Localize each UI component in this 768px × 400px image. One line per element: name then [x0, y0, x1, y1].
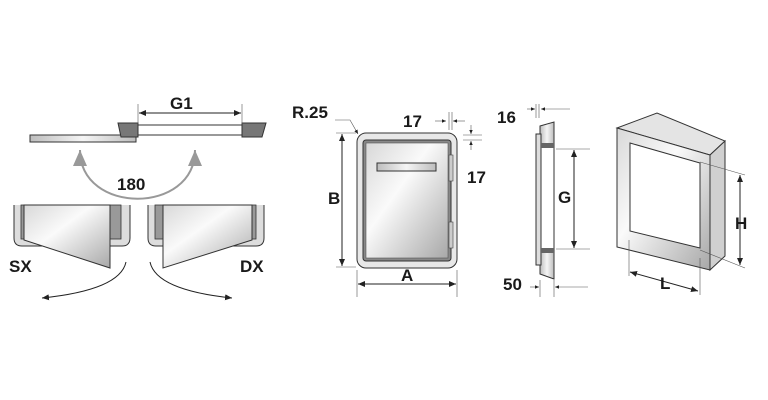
front-view: R.25 17 17 B A: [292, 103, 486, 297]
cutout-front-face: [616, 127, 711, 271]
depth-label: 50: [503, 275, 522, 294]
frame-left-section: [117, 122, 139, 138]
flange-label: 16: [497, 108, 516, 127]
dx-label: DX: [240, 257, 264, 276]
top-offset-label: 17: [403, 112, 422, 131]
door-leaf-sx: [23, 204, 111, 269]
door-leaf-open: [29, 134, 137, 143]
side-section-view: 16 G 50: [497, 104, 590, 297]
hand-sx-view: SX: [9, 204, 131, 301]
h-label: H: [735, 214, 747, 233]
frame-right-section: [241, 122, 267, 138]
hinge-top: [448, 154, 454, 182]
sx-swing-arrow: [41, 261, 127, 301]
hand-dx-view: DX: [147, 204, 265, 301]
sx-label: SX: [9, 257, 32, 276]
side-offset-label: 17: [467, 168, 486, 187]
a-label: A: [401, 266, 413, 285]
side-door-leaf: [535, 133, 542, 266]
hinge-bottom: [448, 221, 454, 249]
g-label: G: [558, 188, 571, 207]
dx-swing-arrow: [149, 261, 233, 301]
l-dimension-line: [629, 270, 699, 293]
opening-plan-view: G1 180: [29, 94, 267, 200]
b-label: B: [328, 189, 340, 208]
door-panel: [365, 142, 449, 259]
wall-cutout-view: H L: [615, 112, 747, 295]
door-handle: [376, 162, 437, 172]
radius-label: R.25: [292, 103, 328, 122]
opening-angle-arc: [73, 149, 202, 200]
cutout-side-face: [709, 139, 726, 272]
g1-label: G1: [170, 94, 193, 113]
angle-label: 180: [117, 175, 145, 194]
l-label: L: [660, 274, 670, 293]
door-leaf-dx: [162, 204, 253, 269]
door-leaf-closed: [137, 124, 243, 136]
radius-leader: [335, 119, 359, 135]
